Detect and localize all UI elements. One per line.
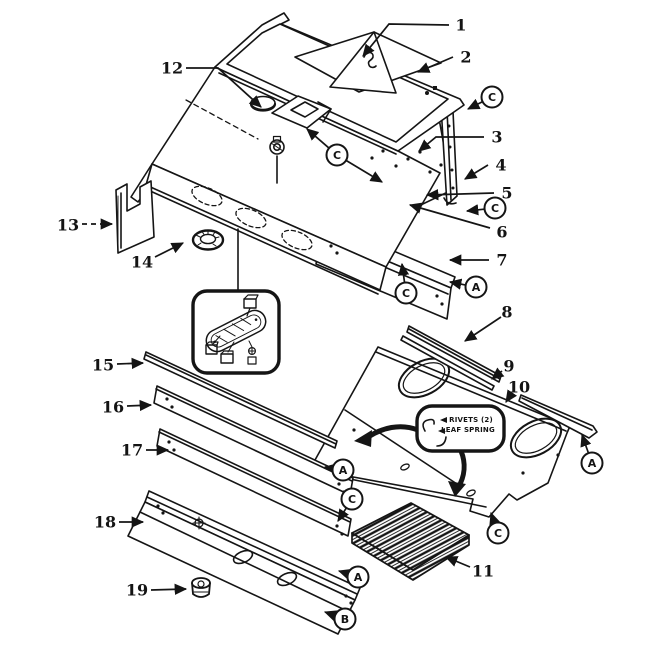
left-end-bracket bbox=[115, 180, 155, 254]
callout-label-4: 4 bbox=[495, 156, 506, 175]
callout-label-5: 5 bbox=[501, 184, 512, 203]
callout-leader-1 bbox=[362, 23, 450, 57]
bottom-support-channel-18 bbox=[127, 490, 361, 635]
fastener-badge-c-1: C bbox=[306, 128, 383, 183]
trim-rail-9 bbox=[400, 335, 495, 391]
callout-leader-15 bbox=[116, 357, 145, 370]
callout-label-12: 12 bbox=[161, 59, 183, 78]
fastener-badge-a-5: A bbox=[580, 433, 604, 475]
switch-assembly-inset bbox=[191, 289, 281, 375]
fastener-hole-dots bbox=[156, 124, 560, 623]
vent-hole-right bbox=[509, 417, 563, 459]
callout-leader-6 bbox=[408, 202, 491, 229]
fastener-badge-a-9: A bbox=[337, 565, 370, 589]
callout-leader-10 bbox=[505, 389, 518, 403]
callout-leader-12 bbox=[186, 67, 262, 108]
callout-label-19: 19 bbox=[126, 581, 148, 600]
callout-leader-4 bbox=[464, 164, 489, 180]
callout-label-8: 8 bbox=[501, 303, 512, 322]
svg-text:C: C bbox=[402, 287, 410, 300]
callout-label-7: 7 bbox=[496, 251, 507, 270]
callout-leader-3 bbox=[418, 136, 484, 152]
fastener-badge-a-7: A bbox=[323, 458, 355, 482]
callout-label-2: 2 bbox=[460, 48, 471, 67]
hood-canopy bbox=[130, 66, 441, 295]
svg-text:B: B bbox=[341, 613, 349, 626]
leaf-spring-curl bbox=[422, 418, 435, 432]
callout-label-15: 15 bbox=[92, 356, 114, 375]
svg-text:A: A bbox=[339, 464, 348, 477]
callout-leader-19 bbox=[150, 583, 188, 595]
top-cover bbox=[214, 12, 465, 152]
callout-label-16: 16 bbox=[102, 398, 124, 417]
callout-leader-8 bbox=[464, 316, 502, 342]
svg-text:C: C bbox=[488, 91, 496, 104]
grommet-ring bbox=[191, 229, 225, 251]
svg-text:A: A bbox=[588, 457, 597, 470]
svg-text:C: C bbox=[494, 527, 502, 540]
callout-leader-11 bbox=[444, 556, 471, 568]
svg-text:C: C bbox=[333, 149, 341, 162]
fastener-badges: C C C A C A C A C A B bbox=[306, 85, 604, 631]
fastener-badge-c-6: C bbox=[486, 511, 510, 545]
callout-label-14: 14 bbox=[131, 253, 153, 272]
callout-leader-2 bbox=[416, 56, 454, 73]
callout-label-11: 11 bbox=[472, 562, 494, 581]
leaf-spring-bubble bbox=[354, 404, 506, 497]
grease-filter bbox=[351, 502, 470, 581]
fastener-badge-a-3: A bbox=[448, 275, 488, 299]
callout-leader-9 bbox=[491, 367, 505, 380]
callout-label-6: 6 bbox=[496, 223, 507, 242]
callout-label-13: 13 bbox=[57, 216, 79, 235]
damper-flap bbox=[329, 31, 397, 94]
callout-label-9: 9 bbox=[503, 357, 514, 376]
callout-label-10: 10 bbox=[508, 378, 530, 397]
inset-note-line2: LEAF SPRING bbox=[441, 426, 495, 434]
callout-label-3: 3 bbox=[491, 128, 502, 147]
callout-label-1: 1 bbox=[455, 16, 466, 35]
switch-bracket bbox=[249, 95, 332, 155]
callout-leader-5 bbox=[425, 188, 495, 201]
callout-label-17: 17 bbox=[121, 441, 143, 460]
fastener-badge-c-4: C bbox=[394, 262, 418, 305]
fastener-badge-b-10: B bbox=[323, 607, 357, 631]
trim-rail-17 bbox=[156, 428, 352, 537]
callout-leader-14 bbox=[154, 242, 185, 258]
fastener-badge-c-8: C bbox=[337, 487, 364, 522]
svg-text:A: A bbox=[354, 571, 363, 584]
fastener-badge-c-2: C bbox=[465, 196, 507, 220]
svg-text:A: A bbox=[472, 281, 481, 294]
plug-19 bbox=[191, 577, 211, 598]
callout-leader-16 bbox=[126, 399, 153, 412]
svg-text:C: C bbox=[348, 493, 356, 506]
fastener-badge-c-0: C bbox=[466, 85, 504, 110]
svg-text:C: C bbox=[491, 202, 499, 215]
inset-note-line1: RIVETS (2) bbox=[449, 416, 493, 424]
trim-rail-15 bbox=[143, 351, 338, 449]
callout-label-18: 18 bbox=[94, 513, 116, 532]
